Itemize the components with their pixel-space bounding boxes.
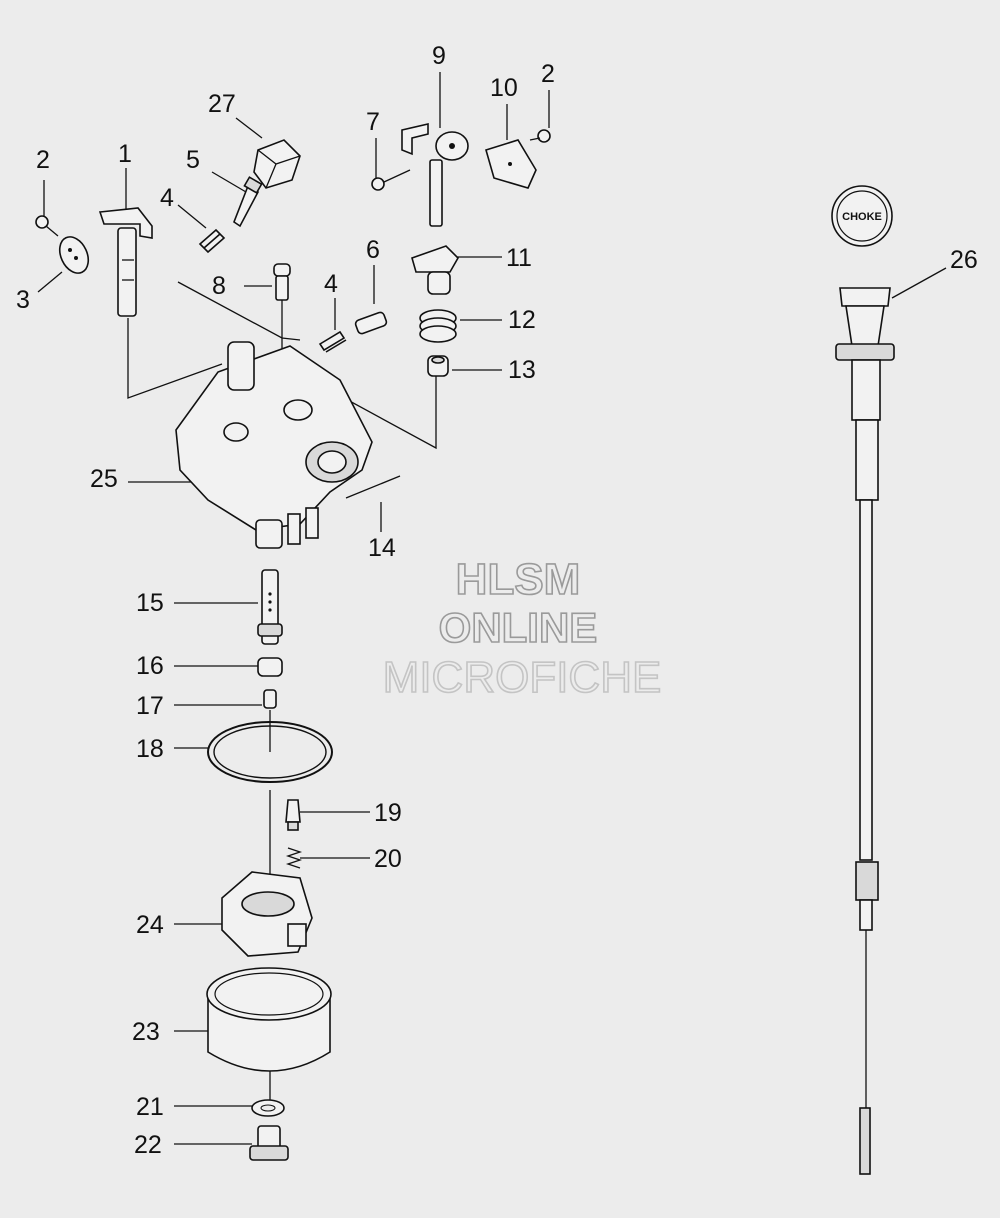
callout-25: 25 [90, 465, 118, 493]
callout-9: 9 [432, 42, 446, 70]
callout-4-left: 4 [160, 184, 174, 212]
spring-part-4-left [198, 228, 226, 254]
callout-15: 15 [136, 589, 164, 617]
screw-part-2-right [529, 129, 551, 143]
callout-14: 14 [368, 534, 396, 562]
callout-12: 12 [508, 306, 536, 334]
watermark-line-2: ONLINE [439, 604, 598, 651]
idle-screw-part-5 [233, 176, 263, 228]
watermark-line-3: MICROFICHE [383, 653, 662, 702]
jet-part-16 [257, 657, 283, 677]
carburetor-body-part-25 [175, 341, 373, 549]
callout-numbers: 1 2 3 4 5 27 8 4 6 7 9 10 2 11 12 13 14 … [16, 42, 978, 1159]
bowl-bolt-part-22 [249, 1125, 289, 1161]
callout-7: 7 [366, 108, 380, 136]
callout-11: 11 [506, 244, 532, 272]
callout-21: 21 [136, 1093, 164, 1121]
wire-part-14 [345, 475, 401, 499]
screw-part-6 [354, 311, 388, 335]
callout-8: 8 [212, 272, 226, 300]
choke-plate-part-10 [485, 139, 537, 189]
callout-4-right: 4 [324, 270, 338, 298]
callout-26: 26 [950, 246, 978, 274]
callout-17: 17 [136, 692, 164, 720]
callout-13: 13 [508, 356, 536, 384]
screw-part-8 [273, 263, 291, 301]
choke-spring-part-12 [419, 309, 457, 343]
watermark: HLSM ONLINE MICROFICHE [382, 554, 662, 703]
screw-part-2-left [35, 215, 59, 237]
spring-part-4-right [318, 330, 347, 353]
callout-2-right: 2 [541, 60, 555, 88]
callout-20: 20 [374, 845, 402, 873]
callout-23: 23 [132, 1018, 160, 1046]
limiter-cap-part-27 [253, 139, 301, 189]
callout-10: 10 [490, 74, 518, 102]
bowl-gasket-part-18 [207, 721, 333, 783]
throttle-shaft-part-1 [98, 207, 153, 317]
callout-19: 19 [374, 799, 402, 827]
choke-knob-label: CHOKE [842, 211, 882, 223]
float-part-24 [221, 871, 313, 957]
callout-3: 3 [16, 286, 30, 314]
bushing-part-13 [427, 355, 449, 377]
callout-24: 24 [136, 911, 164, 939]
float-needle-part-19 [285, 799, 301, 831]
float-bowl-part-23 [206, 967, 332, 1072]
watermark-line-1: HLSM [456, 555, 581, 604]
callout-22: 22 [134, 1131, 162, 1159]
choke-shaft-part-9 [401, 122, 469, 227]
throttle-plate-part-3 [58, 236, 90, 274]
needle-spring-part-20 [285, 847, 303, 869]
callout-18: 18 [136, 735, 164, 763]
callout-5: 5 [186, 146, 200, 174]
callout-1: 1 [118, 140, 132, 168]
screw-part-7 [371, 169, 411, 191]
callout-6: 6 [366, 236, 380, 264]
small-jet-part-17 [263, 689, 277, 709]
callout-16: 16 [136, 652, 164, 680]
callout-2-left: 2 [36, 146, 50, 174]
choke-cable-part-26: CHOKE [831, 185, 895, 1175]
washer-part-21 [251, 1099, 285, 1117]
leader-lines [37, 72, 947, 1145]
jet-tube-part-15 [257, 569, 283, 645]
choke-lever-part-11 [411, 245, 459, 295]
callout-27: 27 [208, 90, 236, 118]
